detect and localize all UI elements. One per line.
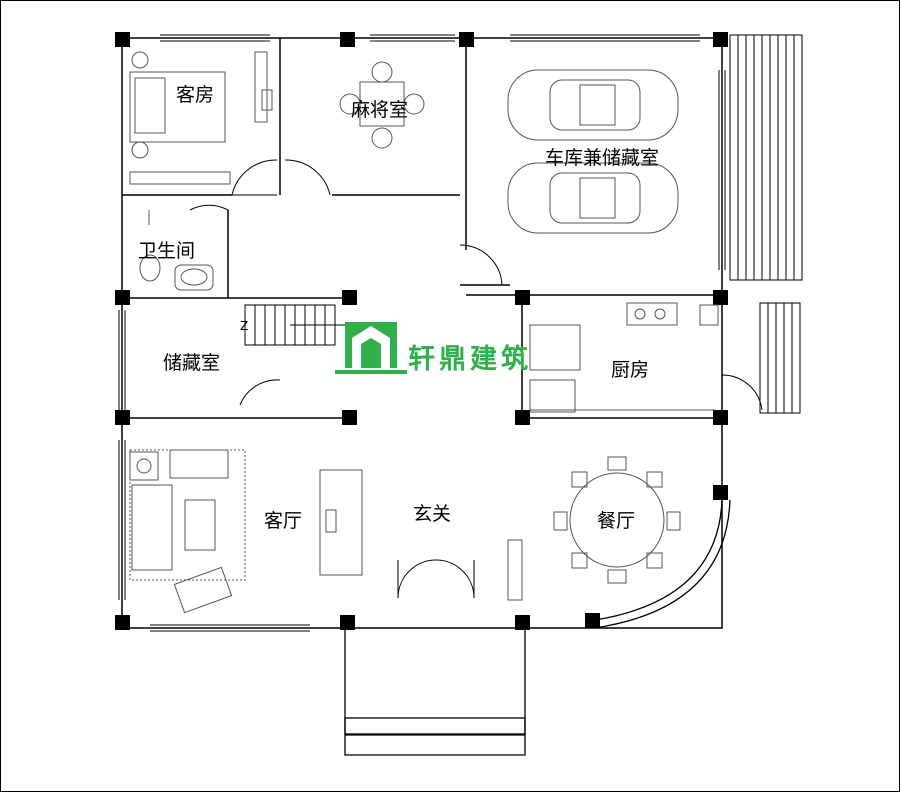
- stair-marker: Z: [240, 319, 248, 333]
- watermark-logo-icon: [335, 322, 407, 374]
- outer-wall: [121, 37, 723, 629]
- room-label-guest: 客房: [176, 84, 215, 106]
- room-label-dining: 餐厅: [597, 510, 636, 532]
- room-label-mahjong: 麻将室: [351, 99, 409, 121]
- room-label-foyer: 玄关: [413, 503, 452, 525]
- room-label-bathroom: 卫生间: [138, 240, 196, 262]
- room-label-storage: 储藏室: [163, 352, 221, 374]
- watermark-text: 轩鼎建筑: [408, 344, 532, 375]
- room-label-garage: 车库兼储藏室: [545, 147, 660, 169]
- room-label-living: 客厅: [264, 510, 303, 532]
- room-label-kitchen: 厨房: [611, 359, 650, 381]
